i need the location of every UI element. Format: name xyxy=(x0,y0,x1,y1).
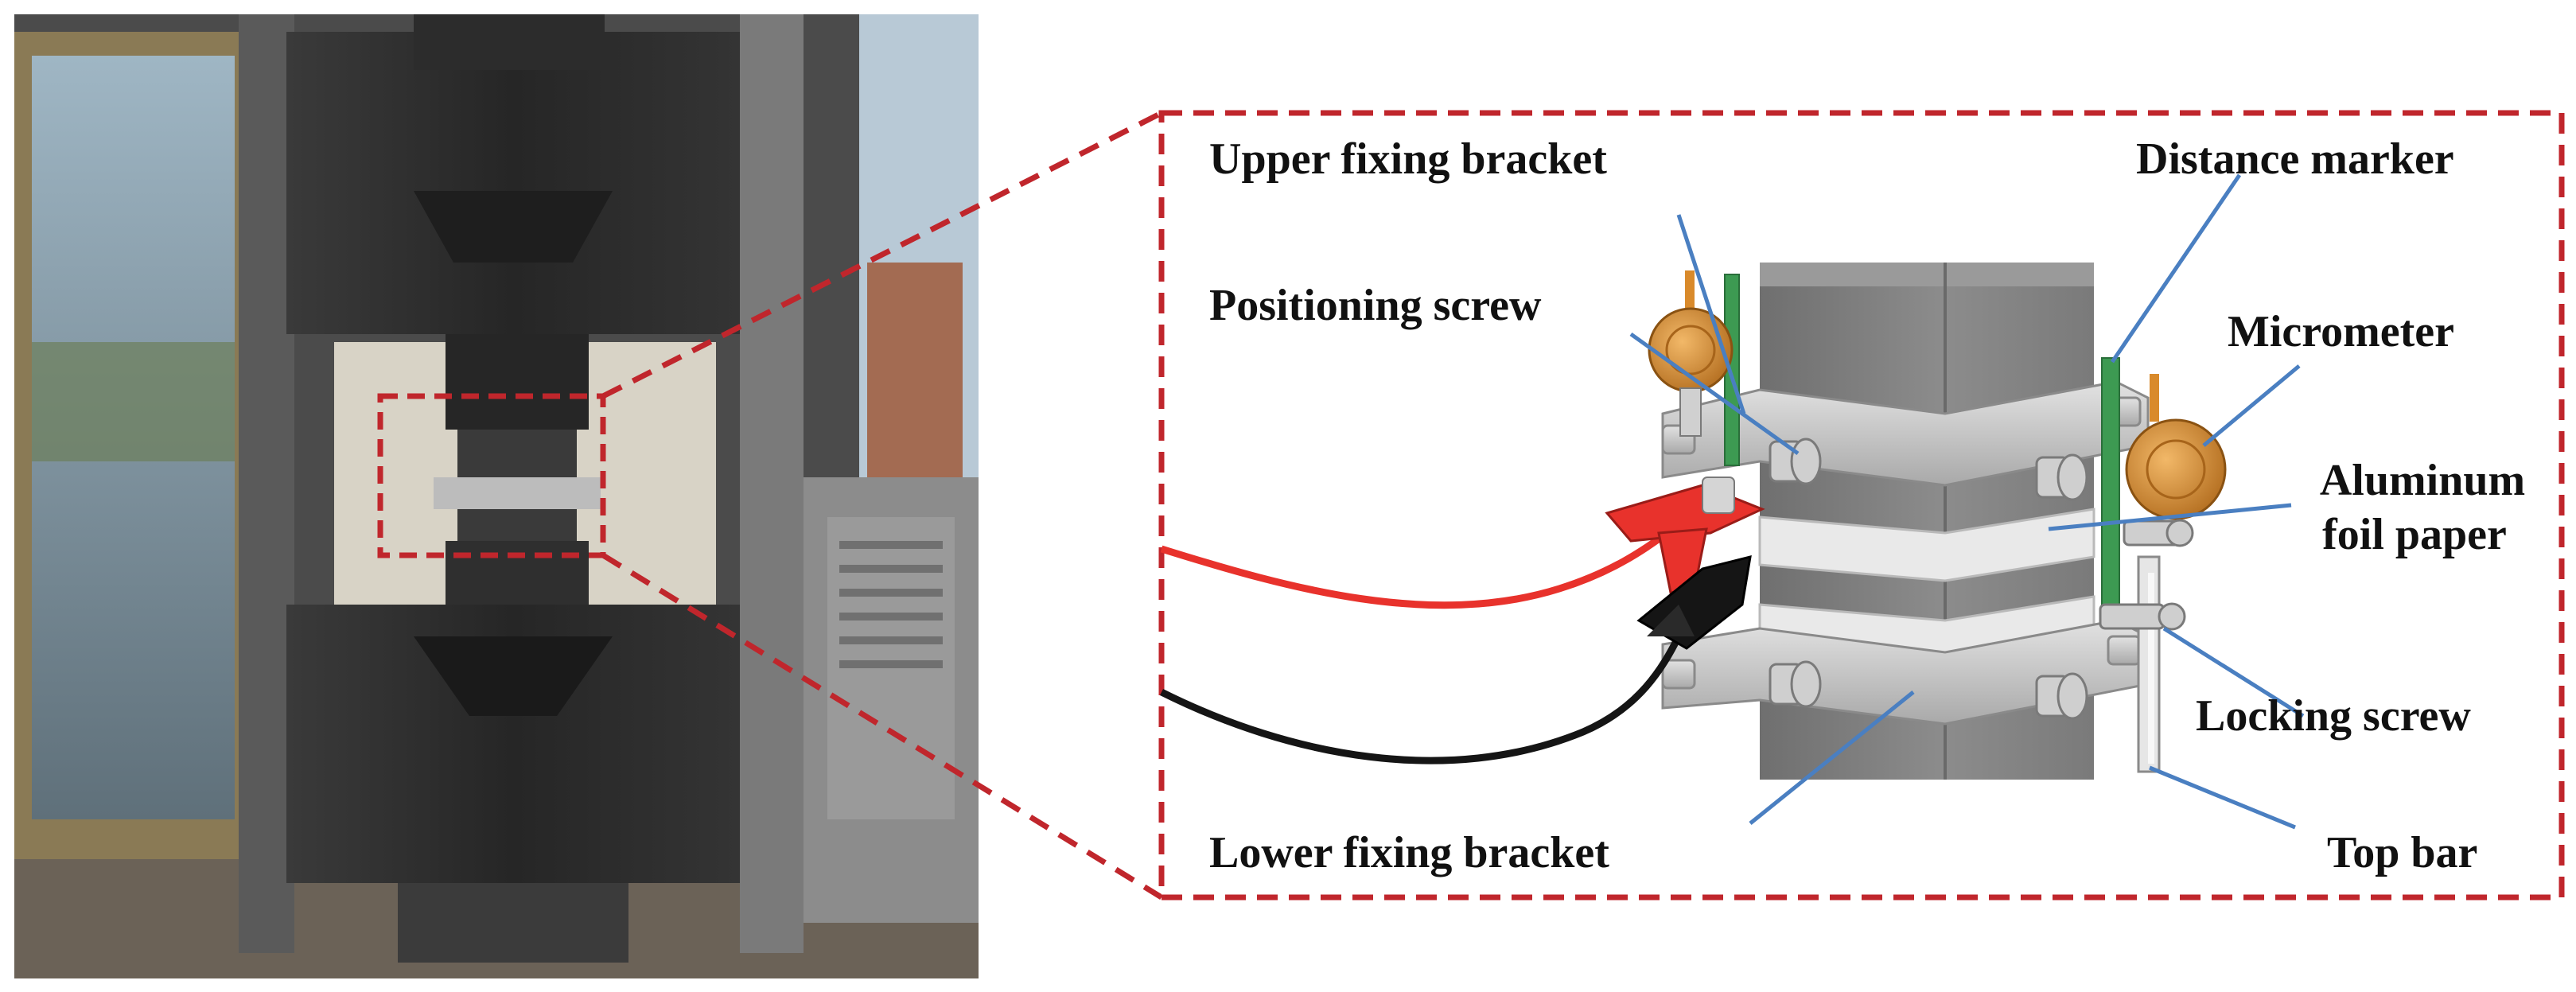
photo-zoom-box xyxy=(377,393,606,558)
label-aluminum-foil-line1: Aluminum xyxy=(2319,456,2526,505)
label-upper-fixing-bracket: Upper fixing bracket xyxy=(1209,134,1607,184)
micrometer-left xyxy=(1648,270,1734,437)
label-top-bar: Top bar xyxy=(2327,828,2478,877)
upper-crosshead xyxy=(286,32,740,334)
label-lower-fixing-bracket: Lower fixing bracket xyxy=(1209,828,1609,877)
foil-clamp-right xyxy=(2123,519,2194,547)
black-alligator-clip xyxy=(1636,554,1752,650)
machine-column-right xyxy=(740,14,804,953)
label-micrometer: Micrometer xyxy=(2228,307,2454,356)
distance-marker-right xyxy=(2101,357,2120,613)
label-distance-marker: Distance marker xyxy=(2136,134,2454,184)
positioning-screw-upper xyxy=(1769,438,1822,485)
label-aluminum-foil-line2: foil paper xyxy=(2322,510,2507,559)
label-locking-screw: Locking screw xyxy=(2196,691,2471,741)
black-wire xyxy=(1159,634,1683,764)
positioning-screw-lower xyxy=(1769,660,1822,708)
label-positioning-screw: Positioning screw xyxy=(1209,281,1542,330)
locking-screw xyxy=(2099,602,2186,631)
red-wire xyxy=(1160,522,1681,609)
leader-lines xyxy=(1629,173,2305,830)
aluminum-foil-band-upper xyxy=(1758,508,2095,582)
micrometer-right xyxy=(2125,374,2227,520)
testing-machine-photo xyxy=(14,14,979,978)
machine-column-left xyxy=(239,14,294,953)
zoom-connector-lines xyxy=(601,110,1163,900)
top-bar xyxy=(2137,555,2161,773)
fixture-diagram xyxy=(1159,263,2227,780)
